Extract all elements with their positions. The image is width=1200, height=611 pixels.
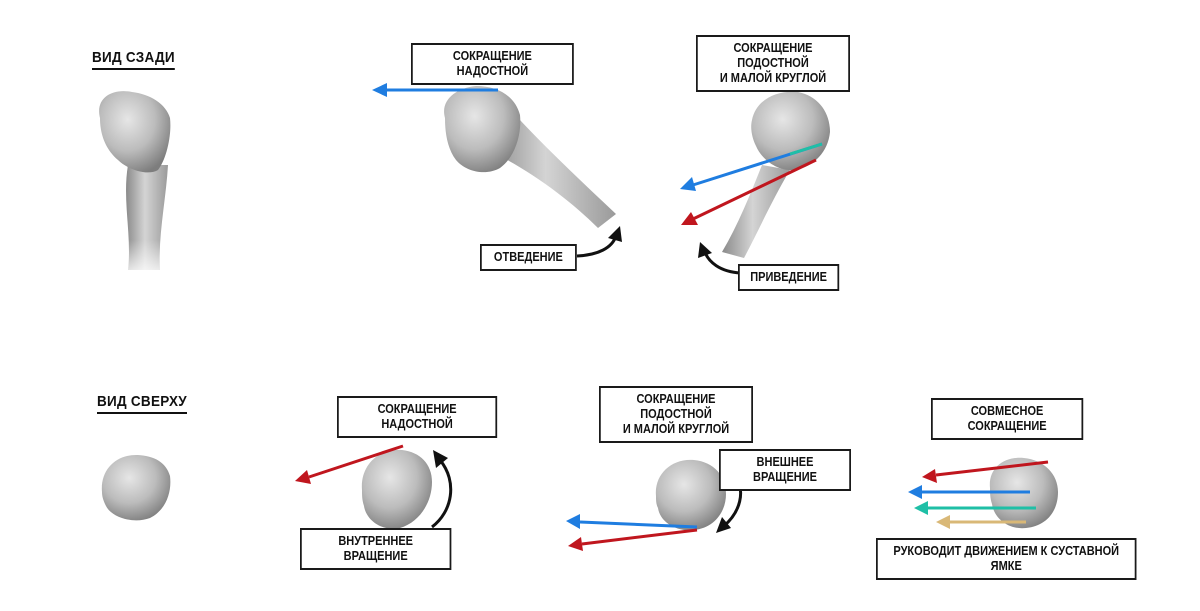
- humeral-head-top-view-2: [361, 449, 432, 529]
- label-guides-to-glenoid: РУКОВОДИТ ДВИЖЕНИЕМ К СУСТАВНОЙ ЯМКЕ: [876, 538, 1137, 580]
- label-abduction: ОТВЕДЕНИЕ: [480, 244, 577, 271]
- humeral-head-top-view-1: [101, 454, 171, 521]
- arrow-supraspinatus-red-bottom: [295, 444, 404, 484]
- arrow-infraspinatus-blue-bottom: [566, 514, 698, 529]
- label-supraspinatus-bottom: СОКРАЩЕНИЕ НАДОСТНОЙ: [337, 396, 498, 438]
- heading-rear-view: ВИД СЗАДИ: [92, 49, 175, 70]
- humerus-bone-abduction: [444, 86, 616, 228]
- label-infraspinatus-bottom: СОКРАЩЕНИЕ ПОДОСТНОЙ И МАЛОЙ КРУГЛОЙ: [599, 386, 753, 443]
- arrow-infraspinatus-blue: [680, 142, 823, 191]
- humerus-bone-rear-view: [99, 91, 176, 280]
- curved-arrow-internal-rotation: [431, 450, 453, 529]
- heading-top-view: ВИД СВЕРХУ: [97, 393, 187, 414]
- label-external-rotation: ВНЕШНЕЕ ВРАЩЕНИЕ: [719, 449, 851, 491]
- label-internal-rotation: ВНУТРЕННЕЕ ВРАЩЕНИЕ: [300, 528, 452, 570]
- curved-arrow-adduction: [698, 242, 742, 275]
- arrow-teres-minor-red-bottom: [568, 528, 698, 551]
- arrow-combined-blue: [908, 485, 1030, 499]
- arrow-supraspinatus-blue: [372, 83, 498, 97]
- curved-arrow-abduction: [576, 226, 622, 258]
- label-combined: СОВМЕСНОЕ СОКРАЩЕНИЕ: [931, 398, 1084, 440]
- arrow-teres-minor-red: [681, 158, 817, 225]
- humeral-head-top-view-3: [655, 459, 726, 531]
- humerus-bone-adduction: [722, 91, 830, 258]
- label-infraspinatus-top: СОКРАЩЕНИЕ ПОДОСТНОЙ И МАЛОЙ КРУГЛОЙ: [696, 35, 850, 92]
- label-adduction: ПРИВЕДЕНИЕ: [738, 264, 840, 291]
- arrow-combined-tan: [936, 515, 1026, 529]
- arrow-combined-teal: [914, 501, 1036, 515]
- arrow-combined-red: [922, 460, 1049, 483]
- label-supraspinatus-top: СОКРАЩЕНИЕ НАДОСТНОЙ: [411, 43, 574, 85]
